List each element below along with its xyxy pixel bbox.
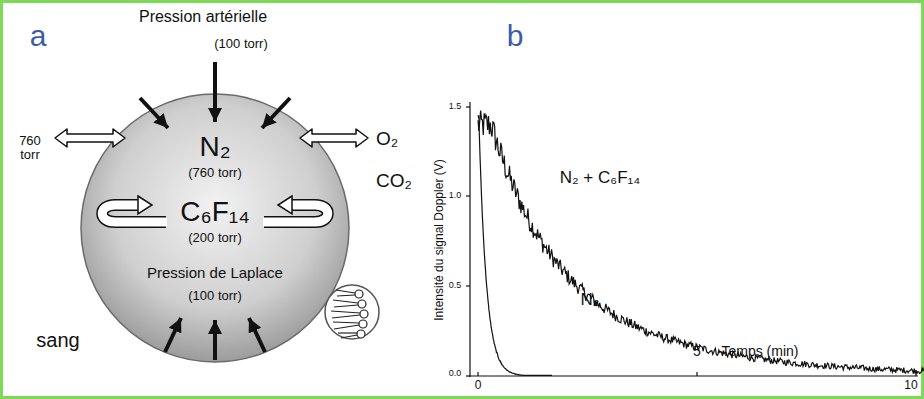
bubble-text-slot: (760 torr) bbox=[188, 166, 241, 180]
medium-label: sang bbox=[36, 329, 79, 351]
tick-label: 1.5 bbox=[449, 102, 462, 112]
lipid-inset bbox=[325, 285, 379, 339]
tick-label: 0.0 bbox=[449, 369, 462, 379]
gas-label: O₂ bbox=[376, 128, 398, 149]
bubble-text: C₆F₁₄ bbox=[180, 196, 250, 227]
laplace-pressure-arrow bbox=[165, 318, 181, 352]
arterial-pressure-arrow bbox=[262, 98, 290, 128]
gas-label: O₂ bbox=[376, 129, 398, 150]
pressure-value: (100 torr) bbox=[214, 36, 267, 51]
bubble-text: N₂ bbox=[199, 131, 230, 162]
curve-label: N₂ + C₆F₁₄ bbox=[560, 168, 640, 187]
bubble-text-slot: (200 torr) bbox=[188, 231, 241, 245]
retention-arrow-head bbox=[138, 196, 152, 214]
arterial-pressure-arrow bbox=[140, 98, 168, 128]
tick-label: 5 bbox=[693, 344, 701, 359]
pressure-arrows bbox=[140, 62, 290, 360]
retention-arrow-body bbox=[263, 205, 328, 222]
laplace-pressure-arrow bbox=[249, 318, 265, 352]
axis-title: Temps (min) bbox=[721, 343, 798, 359]
pressure-value: 760 torr bbox=[19, 133, 41, 162]
bubble-node: N₂ (760 torr) C₆F₁₄ (200 torr) Pression de L… bbox=[80, 93, 350, 363]
retention-arrows bbox=[102, 196, 328, 222]
tick-label: 1.5 bbox=[449, 101, 462, 111]
medium-label: sang bbox=[36, 329, 79, 351]
bubble-text-slot: C₆F₁₄ bbox=[180, 197, 250, 228]
tick-label: 0 bbox=[475, 378, 482, 392]
bubble-text: Pression de Laplace bbox=[147, 264, 283, 281]
panel-letter: a bbox=[30, 19, 47, 52]
laplace-pressure-arrow bbox=[213, 320, 217, 360]
pressure-label: Pression artérielle bbox=[139, 8, 267, 25]
curve-n2-c6f14 bbox=[478, 111, 924, 374]
tick-label: 10 bbox=[904, 378, 917, 392]
gas-label: CO₂ bbox=[376, 170, 412, 191]
doppler-curves bbox=[478, 111, 924, 376]
tick-label: 5 bbox=[693, 343, 701, 359]
bubble-circle bbox=[81, 94, 349, 362]
bubble-text-slot: (100 torr) bbox=[188, 289, 241, 303]
axis-title: Intensité du signal Doppler (V) bbox=[432, 159, 446, 320]
tick-label: 0.5 bbox=[449, 281, 462, 291]
curve-label: N₂ bbox=[581, 290, 600, 309]
tick-label: 0.5 bbox=[449, 280, 462, 290]
bubble-text: (760 torr) bbox=[188, 165, 241, 180]
exchange-arrows bbox=[55, 129, 368, 147]
pressure-label: Pression artérielle bbox=[139, 8, 267, 26]
gas-exchange-arrow bbox=[55, 129, 125, 147]
retention-arrow-head bbox=[278, 196, 292, 214]
tick-label: 1.0 bbox=[449, 191, 462, 201]
bubble-text: (100 torr) bbox=[188, 288, 241, 303]
bubble-text-slot: Pression de Laplace bbox=[147, 265, 283, 282]
panel-letter: a bbox=[30, 19, 47, 52]
curve-label: N₂ bbox=[581, 291, 600, 310]
y-axis bbox=[469, 102, 470, 377]
retention-arrow-outline bbox=[102, 205, 166, 222]
panel-letter: b bbox=[507, 19, 524, 52]
gas-exchange-arrow bbox=[300, 129, 368, 147]
axis-ticks bbox=[466, 107, 916, 376]
gas-label: CO₂ bbox=[376, 171, 412, 192]
retention-arrow-outline bbox=[264, 205, 328, 222]
panel-letter: b bbox=[507, 19, 524, 52]
lipid-tails bbox=[331, 290, 360, 338]
lipid-heads bbox=[355, 290, 368, 338]
pressure-value: 760 torr bbox=[15, 134, 45, 163]
axis-title: Intensité du signal Doppler (V) bbox=[433, 159, 446, 320]
tick-label: 0.0 bbox=[449, 368, 462, 378]
tick-label: 10 bbox=[904, 379, 917, 392]
tick-label: 1.0 bbox=[449, 190, 462, 200]
inset-circle bbox=[325, 285, 379, 339]
bubble-text: (200 torr) bbox=[188, 230, 241, 245]
curve-n2 bbox=[478, 115, 552, 375]
tick-label: 0 bbox=[475, 379, 482, 392]
curve-label: N₂ + C₆F₁₄ bbox=[560, 169, 640, 188]
pressure-value: (100 torr) bbox=[214, 37, 267, 51]
bubble-text-slot: N₂ bbox=[199, 132, 230, 163]
retention-arrow-body bbox=[102, 205, 167, 222]
axis-title: Temps (min) bbox=[721, 344, 798, 359]
arterial-pressure-arrow bbox=[213, 62, 217, 122]
